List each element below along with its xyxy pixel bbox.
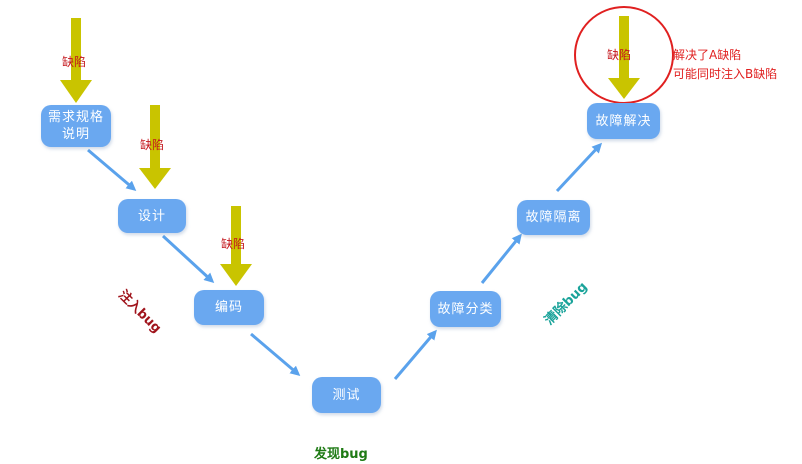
node-testing: 测试 xyxy=(312,377,381,413)
defect-arrow-icon xyxy=(220,206,252,286)
defect-label: 缺陷 xyxy=(62,55,87,69)
resolve-note-line2: 可能同时注入B缺陷 xyxy=(673,67,778,81)
flow-arrow-design-to-coding xyxy=(161,234,215,284)
node-fault-classify: 故障分类 xyxy=(430,291,501,327)
defect-label: 缺陷 xyxy=(607,48,632,62)
defect-arrow-icon xyxy=(139,105,171,189)
flow-arrow-req-to-design xyxy=(87,148,137,191)
resolve-note: 解决了A缺陷 可能同时注入B缺陷 xyxy=(673,46,798,84)
defect-label: 缺陷 xyxy=(140,138,165,152)
defect-arrow-icon xyxy=(608,16,640,99)
node-fault-resolve: 故障解决 xyxy=(587,103,660,139)
node-requirements: 需求规格 说明 xyxy=(41,105,111,147)
flow-arrow-testing-to-classify xyxy=(393,329,437,380)
node-design: 设计 xyxy=(118,199,186,233)
node-fault-isolate: 故障隔离 xyxy=(517,200,590,235)
defect-arrow-icon xyxy=(60,18,92,103)
defect-label: 缺陷 xyxy=(221,237,246,251)
flow-arrow-isolate-to-resolve xyxy=(555,142,603,193)
flow-arrow-coding-to-testing xyxy=(250,332,301,376)
node-coding: 编码 xyxy=(194,290,264,325)
flow-arrow-classify-to-isolate xyxy=(480,233,522,284)
found-bug-label: 发现bug xyxy=(314,447,368,462)
resolve-note-line1: 解决了A缺陷 xyxy=(673,48,742,62)
